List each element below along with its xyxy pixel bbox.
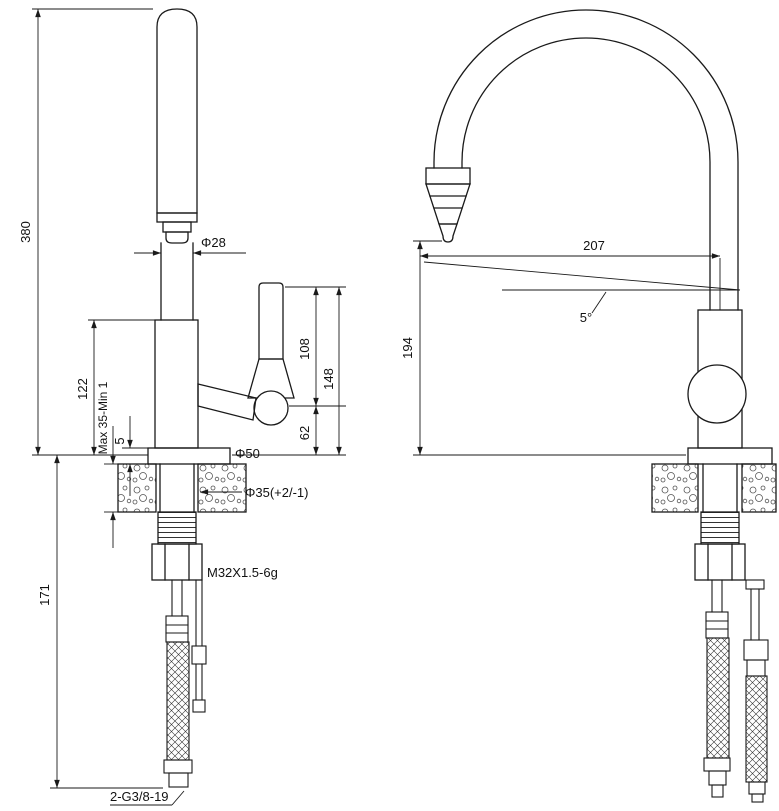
dim-handle-total: 148 <box>321 287 342 455</box>
spray-tip-side <box>438 223 458 243</box>
dim-clearance-height: 194 <box>400 240 686 456</box>
base-flange <box>147 447 231 465</box>
dim-label-base-gap: 5 <box>112 437 127 444</box>
handle-assembly <box>197 282 295 426</box>
threaded-shank-side <box>700 511 740 545</box>
braided-hose <box>166 641 190 761</box>
base-mounting-side <box>651 447 777 581</box>
dim-label-spout-diameter: Φ28 <box>201 235 226 250</box>
spray-head <box>425 167 471 243</box>
dim-handle-lower: 62 <box>297 406 319 455</box>
dim-hole-diameter: Φ35(+2/-1) <box>200 485 308 500</box>
dim-handle-upper: 108 <box>297 287 319 406</box>
braided-hose-2 <box>745 675 768 783</box>
side-view <box>425 9 777 803</box>
hose-end-fitting <box>168 772 189 788</box>
handle-knob <box>687 364 747 424</box>
front-view <box>117 8 295 788</box>
spout-column <box>156 8 198 321</box>
dim-label-spout-angle: 5° <box>580 310 592 325</box>
handle-cone <box>247 358 295 399</box>
dim-spout-angle: 5° <box>423 261 741 325</box>
dim-label-base-diameter: Φ50 <box>235 446 260 461</box>
dim-total-height: 380 <box>18 9 41 455</box>
dim-label-handle-upper: 108 <box>297 338 312 360</box>
dim-label-hose-length: 171 <box>37 584 52 606</box>
spray-tip <box>165 231 189 244</box>
dim-label-clearance-height: 194 <box>400 337 415 359</box>
handle-joint <box>253 390 289 426</box>
dim-deck-thickness: Max 35-Min 1 <box>96 381 118 548</box>
threaded-shank <box>157 511 197 545</box>
dim-label-deck-thickness: Max 35-Min 1 <box>96 381 110 454</box>
dim-label-reach: 207 <box>583 238 605 253</box>
countertop-section-left <box>117 463 157 513</box>
dim-reach: 207 <box>420 238 721 310</box>
dim-label-hose-thread: 2-G3/8-19 <box>110 789 169 804</box>
faucet-body <box>154 319 199 449</box>
base-flange-side <box>687 447 773 465</box>
dim-label-thread-spec: M32X1.5-6g <box>207 565 278 580</box>
dim-body-height: 122 <box>75 320 97 455</box>
dim-hose-length: 171 <box>37 455 60 788</box>
countertop-section-right <box>197 463 247 513</box>
mounting-nut <box>151 543 203 581</box>
dim-base-diameter: Φ50 <box>235 446 260 461</box>
dim-label-total-height: 380 <box>18 221 33 243</box>
dim-base-gap: 5 <box>112 416 148 496</box>
handle-grip <box>258 282 284 360</box>
dim-label-hole-diameter: Φ35(+2/-1) <box>245 485 308 500</box>
dim-label-body-height: 122 <box>75 378 90 400</box>
dim-hose-thread: 2-G3/8-19 <box>110 789 185 806</box>
dim-shared-extension-lines <box>32 8 346 789</box>
dim-spout-diameter: Φ28 <box>134 235 246 258</box>
gooseneck-spout <box>433 9 739 311</box>
supply-hoses-side <box>703 579 769 803</box>
supply-hoses <box>163 579 207 788</box>
countertop-side-right <box>741 463 777 513</box>
countertop-side-left <box>651 463 699 513</box>
braided-hose-side <box>706 637 730 759</box>
dim-label-handle-lower: 62 <box>297 426 312 440</box>
handle-arm <box>197 383 257 421</box>
dim-thread-spec: M32X1.5-6g <box>207 565 278 580</box>
mounting-nut-side <box>694 543 746 581</box>
base-mounting <box>117 447 247 581</box>
dim-label-handle-total: 148 <box>321 368 336 390</box>
